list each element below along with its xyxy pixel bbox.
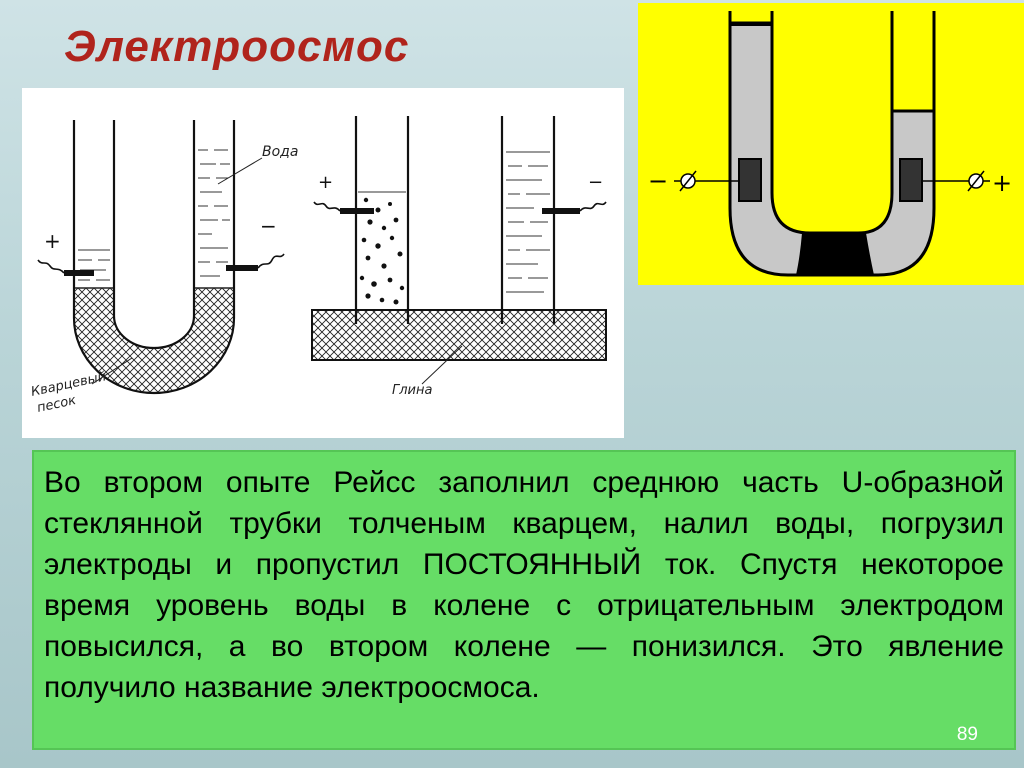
clay-plus-label: + <box>318 172 333 193</box>
page-number: 89 <box>956 724 978 745</box>
clay-positive-electrode <box>340 208 374 214</box>
u-tube-inner-wall <box>112 120 196 350</box>
clay-pointer <box>421 345 463 385</box>
negative-electrode <box>226 265 258 271</box>
u-tube-experiment: + − Вода Кварцевый песок <box>30 120 298 416</box>
quartz-pointer <box>91 357 133 385</box>
clay-experiment: + − Глина <box>311 116 607 398</box>
u-tube-outer-wall <box>72 120 236 395</box>
water-lines-right <box>198 149 230 277</box>
electrode-left <box>738 158 762 202</box>
quartz-plug <box>796 233 874 275</box>
clay-label: Глина <box>392 383 433 398</box>
slide-title: Электроосмос <box>64 22 410 71</box>
description-box: Во втором опыте Рейсс заполнил среднюю ч… <box>32 450 1016 750</box>
minus-sign-right-figure: − <box>648 167 668 195</box>
clay-negative-electrode <box>542 208 580 214</box>
wire-left <box>37 259 65 274</box>
water-lines-clay-right <box>506 151 550 293</box>
wire-right <box>257 253 285 269</box>
clay-wire-left <box>313 201 341 212</box>
clay-minus-label: − <box>588 172 603 193</box>
experiment-figure-left: + − Вода Кварцевый песок <box>22 88 624 438</box>
u-tube-gray-body <box>728 21 936 277</box>
plus-label-left: + <box>44 229 61 253</box>
particles-left-tube <box>359 197 405 305</box>
water-pointer <box>217 157 263 185</box>
minus-label-right: − <box>260 214 277 238</box>
positive-electrode <box>64 270 94 276</box>
description-text: Во втором опыте Рейсс заполнил среднюю ч… <box>44 466 1004 704</box>
experiment-figure-right: − + <box>638 3 1024 285</box>
water-label: Вода <box>262 144 298 160</box>
electrode-right <box>899 158 923 202</box>
plus-sign-right-figure: + <box>992 169 1012 197</box>
clay-block <box>311 309 607 361</box>
clay-wire-right <box>579 201 607 212</box>
